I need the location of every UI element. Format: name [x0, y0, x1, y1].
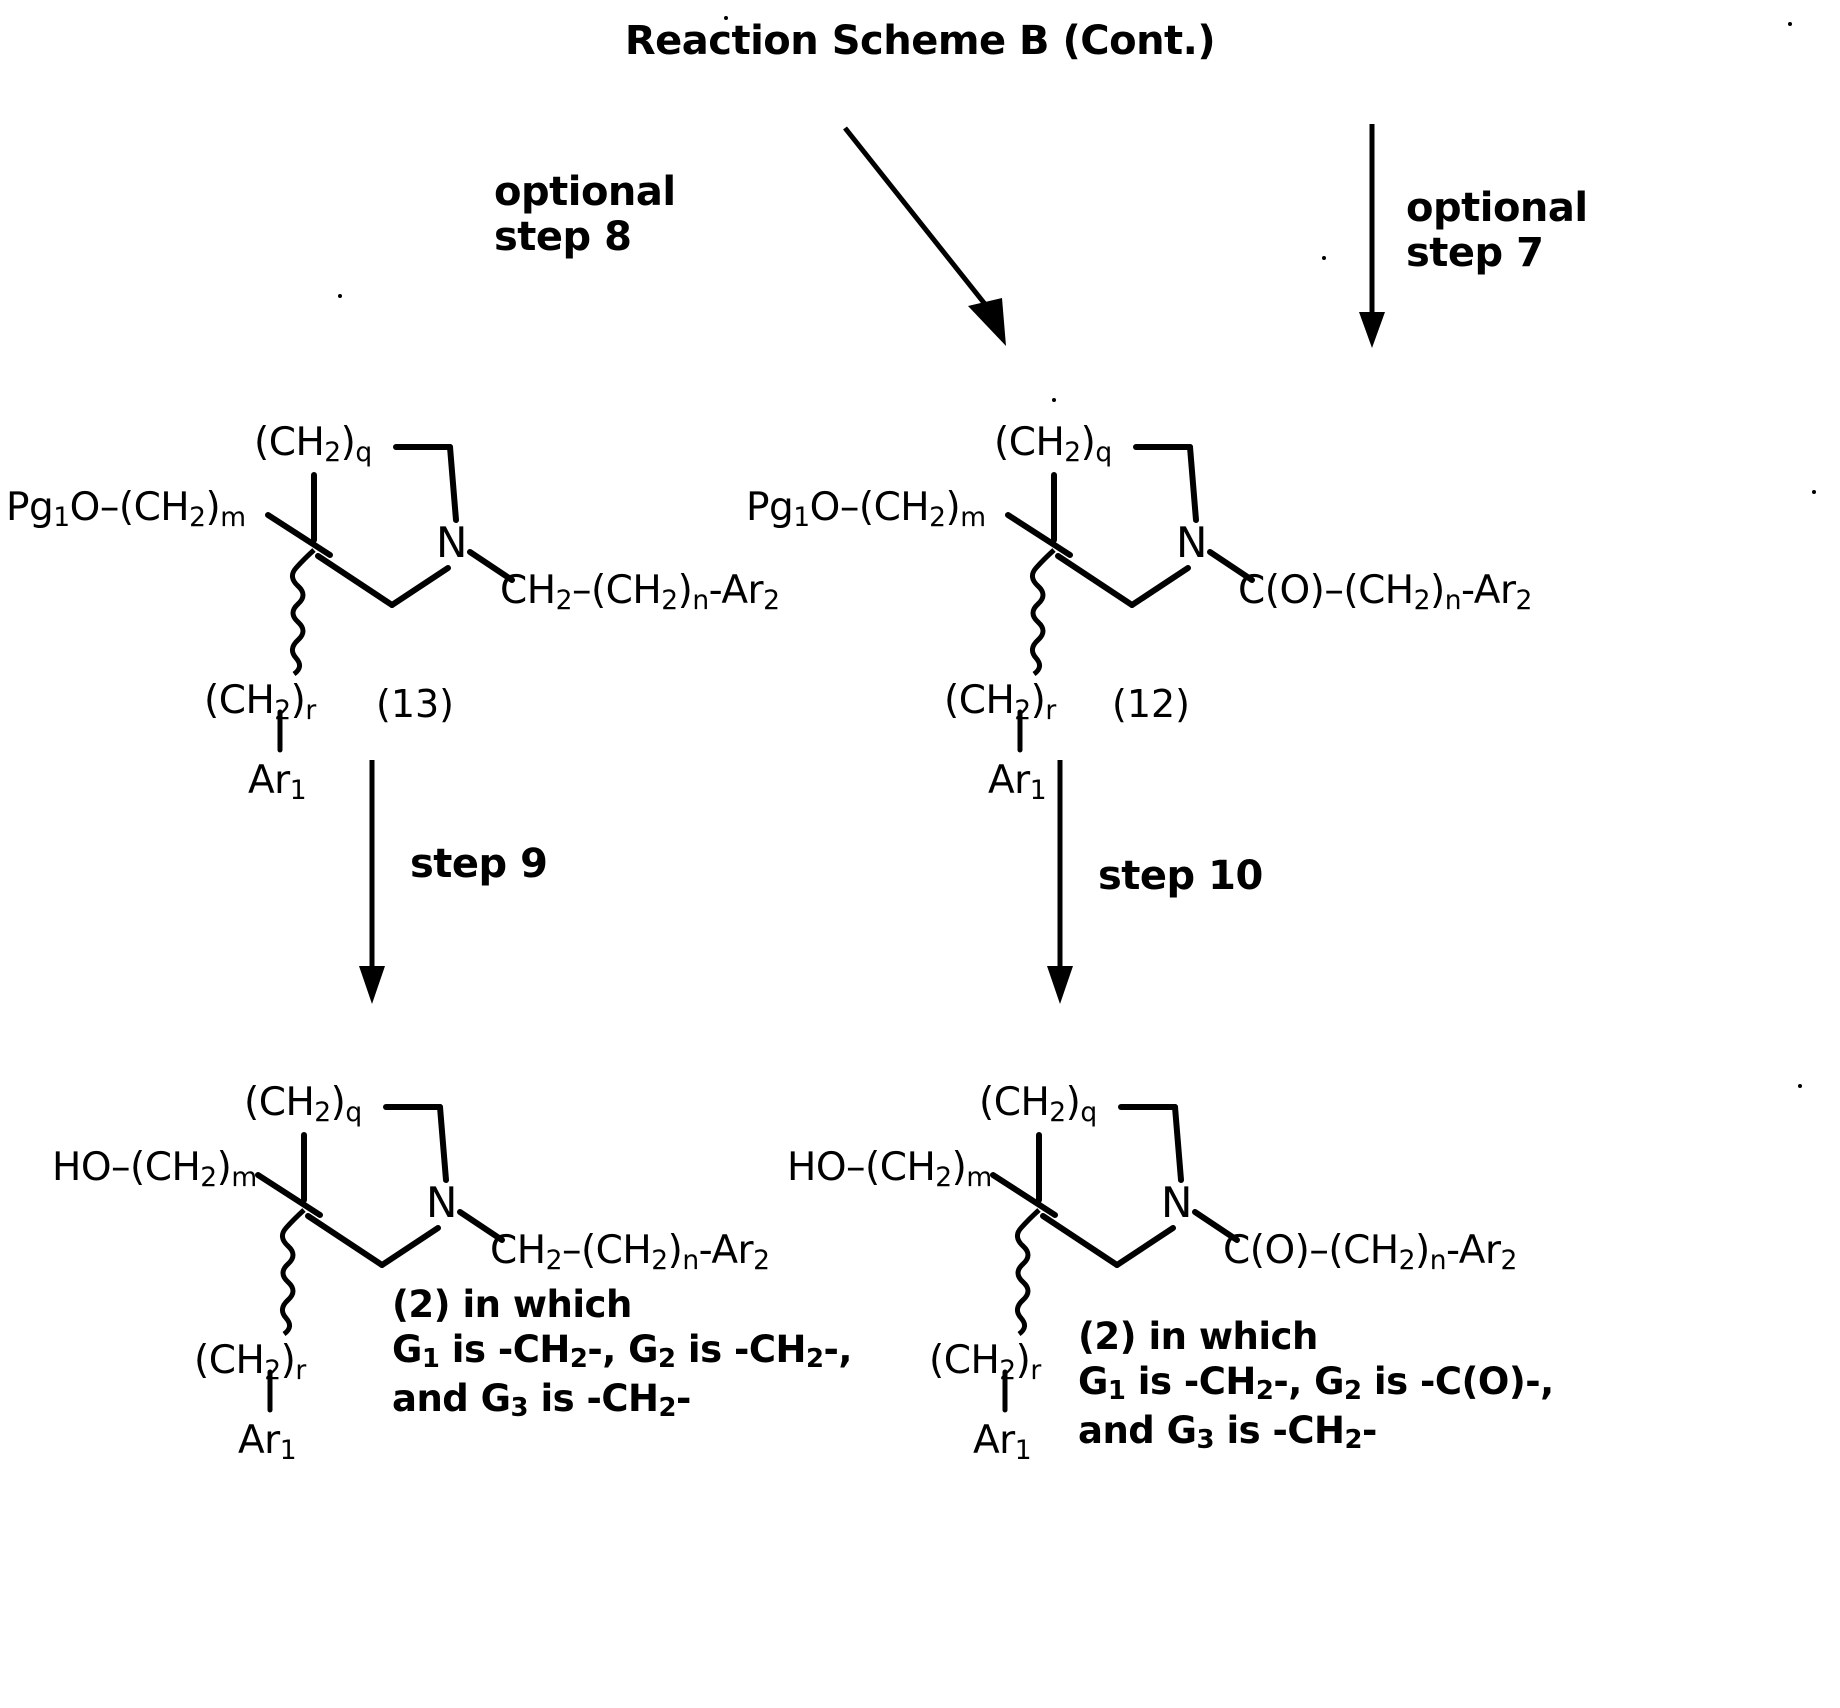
compound-13-nitrogen: N [436, 518, 468, 567]
product-right-bottom-group: (CH2)r [929, 1338, 1041, 1386]
compound-13-left-group: Pg1O–(CH2)m [6, 485, 246, 533]
scan-artifact [1798, 1084, 1802, 1088]
product-right-hydroxy-group: HO–(CH2)m [787, 1145, 992, 1193]
optional-step-7-arrow [1359, 124, 1385, 348]
page-title: Reaction Scheme B (Cont.) [624, 18, 1216, 64]
compound-12-n-substituent: C(O)–(CH2)n-Ar2 [1238, 568, 1532, 616]
scan-artifact [1322, 256, 1326, 260]
compound-13-top-group: (CH2)q [254, 420, 372, 468]
product-left-bottom-group: (CH2)r [194, 1338, 306, 1386]
step-10-label: step 10 [1098, 853, 1263, 899]
compound-12-left-group: Pg1O–(CH2)m [746, 485, 986, 533]
compound-12-nitrogen: N [1176, 518, 1208, 567]
product-right-top-group: (CH2)q [979, 1080, 1097, 1128]
scan-artifact [1052, 398, 1056, 402]
compound-12-aryl-bond [1017, 709, 1023, 753]
optional-step-8-arrow [843, 126, 1006, 346]
compound-12-top-group: (CH2)q [994, 420, 1112, 468]
compound-13-bonds [265, 444, 515, 677]
structure-product-right: HO–(CH2)m (CH2)q N C(O)–(CH2)n-Ar2 (CH2)… [725, 1060, 1585, 1466]
product-right-bonds [990, 1104, 1240, 1337]
scan-artifact [338, 294, 342, 298]
scan-artifact [1812, 490, 1816, 494]
product-right-n-substituent: C(O)–(CH2)n-Ar2 [1223, 1228, 1517, 1276]
structure-compound-12: Pg1O–(CH2)m (CH2)q N C(O)–(CH2)n-Ar2 (CH… [740, 400, 1600, 806]
compound-13-bottom-group: (CH2)r [204, 678, 316, 726]
product-left-top-group: (CH2)q [244, 1080, 362, 1128]
step-10-arrow [1047, 760, 1073, 1004]
structure-product-left: HO–(CH2)m (CH2)q N CH2–(CH2)n-Ar2 (CH2)r… [0, 1060, 850, 1466]
compound-13-aryl-bond [277, 709, 283, 753]
product-left-hydroxy-group: HO–(CH2)m [52, 1145, 257, 1193]
compound-13-n-substituent: CH2–(CH2)n-Ar2 [500, 568, 780, 616]
product-left-bonds [255, 1104, 505, 1337]
compound-12-aryl-label: Ar1 [988, 758, 1047, 806]
product-right-aryl-label: Ar1 [973, 1418, 1032, 1466]
product-left-nitrogen: N [426, 1178, 458, 1227]
step-9-arrow [359, 760, 385, 1004]
product-left-aryl-bond [267, 1369, 273, 1413]
compound-13-number: (13) [376, 682, 455, 726]
product-right-aryl-bond [1002, 1369, 1008, 1413]
product-left-aryl-label: Ar1 [238, 1418, 297, 1466]
product-left-n-substituent: CH2–(CH2)n-Ar2 [490, 1228, 770, 1276]
compound-13-aryl-label: Ar1 [248, 758, 307, 806]
step-9-label: step 9 [410, 841, 548, 887]
scan-artifact [724, 16, 728, 20]
compound-12-number: (12) [1112, 682, 1191, 726]
scan-artifact [1788, 22, 1792, 26]
compound-12-bonds [1005, 444, 1255, 677]
product-right-nitrogen: N [1161, 1178, 1193, 1227]
structure-compound-13: Pg1O–(CH2)m (CH2)q N CH2–(CH2)n-Ar2 (CH2… [0, 400, 860, 806]
